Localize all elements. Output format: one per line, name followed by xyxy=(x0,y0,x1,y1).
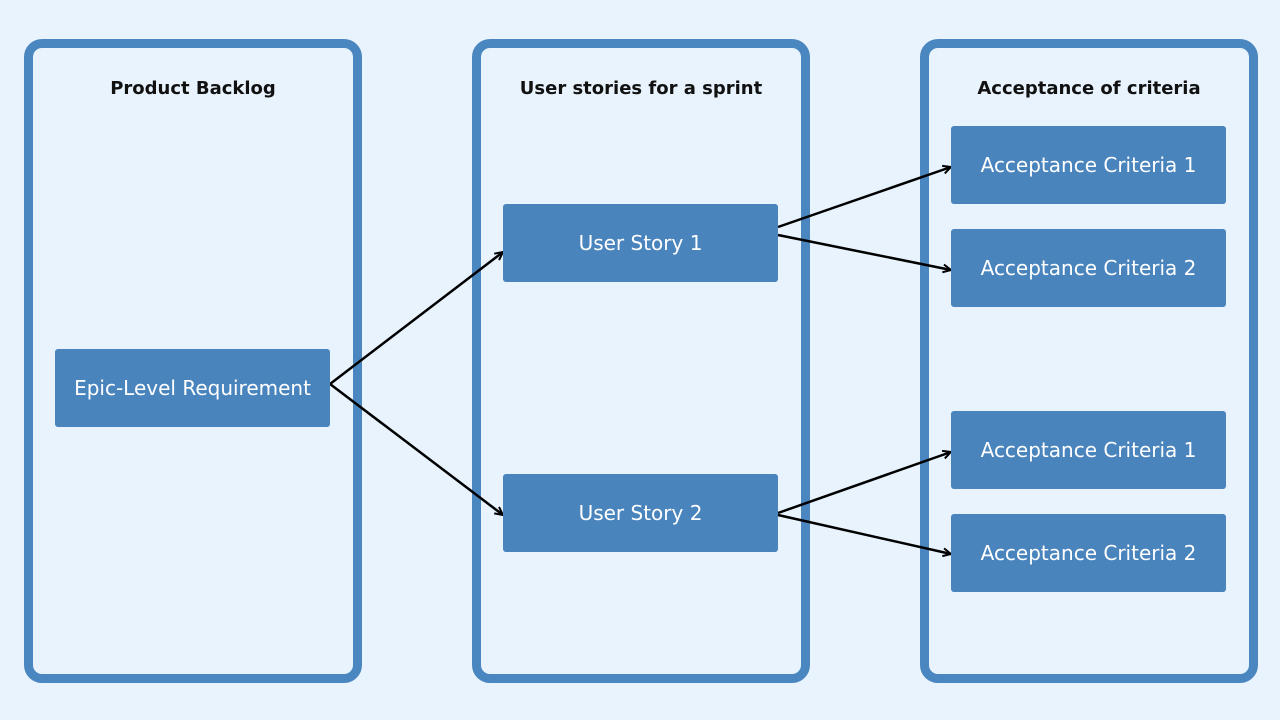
acceptance-criteria-title: Acceptance of criteria xyxy=(977,78,1201,99)
acceptance-criteria-2-story1-node: Acceptance Criteria 2 xyxy=(951,229,1226,307)
product-backlog-title: Product Backlog xyxy=(110,78,276,99)
user-story-1-node: User Story 1 xyxy=(503,204,778,282)
acceptance-criteria-2-story2-node: Acceptance Criteria 2 xyxy=(951,514,1226,592)
acceptance-criteria-1-story1-node: Acceptance Criteria 1 xyxy=(951,126,1226,204)
user-stories-title: User stories for a sprint xyxy=(519,78,763,99)
epic-level-requirement-node: Epic-Level Requirement xyxy=(55,349,330,427)
column-acceptance-criteria xyxy=(920,39,1258,683)
column-user-stories xyxy=(472,39,810,683)
user-story-2-node: User Story 2 xyxy=(503,474,778,552)
acceptance-criteria-1-story2-node: Acceptance Criteria 1 xyxy=(951,411,1226,489)
